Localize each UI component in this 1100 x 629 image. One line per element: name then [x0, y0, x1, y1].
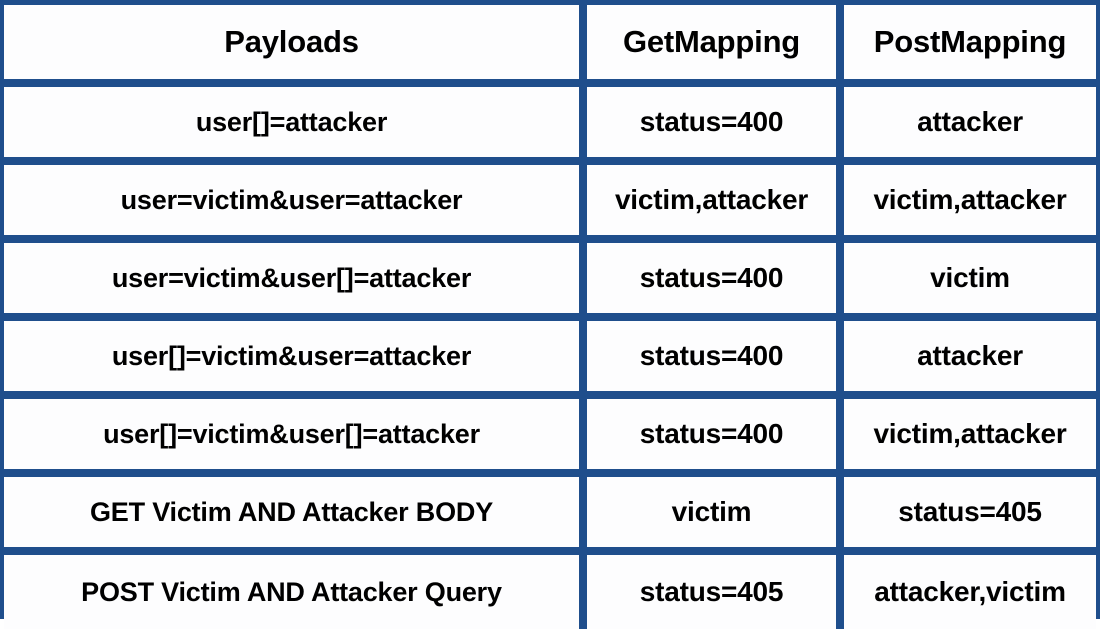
- cell-payload: POST Victim AND Attacker Query: [4, 555, 579, 629]
- cell-getmapping: status=400: [587, 321, 836, 391]
- column-header-payloads: Payloads: [4, 5, 579, 79]
- table-row: POST Victim AND Attacker Query status=40…: [4, 551, 1096, 629]
- table-row: GET Victim AND Attacker BODY victim stat…: [4, 473, 1096, 551]
- cell-postmapping: attacker,victim: [844, 555, 1096, 629]
- cell-getmapping: victim,attacker: [587, 165, 836, 235]
- cell-postmapping: attacker: [844, 87, 1096, 157]
- cell-postmapping: victim,attacker: [844, 165, 1096, 235]
- table-row: user=victim&user=attacker victim,attacke…: [4, 161, 1096, 239]
- column-header-getmapping: GetMapping: [587, 5, 836, 79]
- cell-postmapping: victim: [844, 243, 1096, 313]
- table-row: user[]=victim&user[]=attacker status=400…: [4, 395, 1096, 473]
- cell-getmapping: status=405: [587, 555, 836, 629]
- cell-getmapping: status=400: [587, 399, 836, 469]
- cell-payload: GET Victim AND Attacker BODY: [4, 477, 579, 547]
- cell-getmapping: status=400: [587, 243, 836, 313]
- cell-payload: user[]=victim&user[]=attacker: [4, 399, 579, 469]
- table-row: user=victim&user[]=attacker status=400 v…: [4, 239, 1096, 317]
- cell-postmapping: attacker: [844, 321, 1096, 391]
- table-header-row: Payloads GetMapping PostMapping: [4, 5, 1096, 83]
- cell-payload: user[]=victim&user=attacker: [4, 321, 579, 391]
- cell-payload: user=victim&user=attacker: [4, 165, 579, 235]
- table-row: user[]=attacker status=400 attacker: [4, 83, 1096, 161]
- column-header-postmapping: PostMapping: [844, 5, 1096, 79]
- cell-getmapping: victim: [587, 477, 836, 547]
- cell-postmapping: status=405: [844, 477, 1096, 547]
- cell-payload: user[]=attacker: [4, 87, 579, 157]
- cell-getmapping: status=400: [587, 87, 836, 157]
- cell-postmapping: victim,attacker: [844, 399, 1096, 469]
- table-row: user[]=victim&user=attacker status=400 a…: [4, 317, 1096, 395]
- cell-payload: user=victim&user[]=attacker: [4, 243, 579, 313]
